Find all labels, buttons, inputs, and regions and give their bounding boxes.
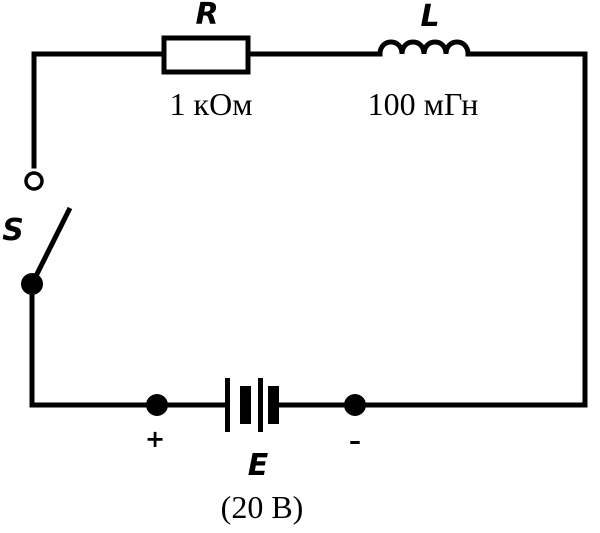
inductor-value-label: 100 мГн xyxy=(368,86,479,122)
battery-symbol-label: E xyxy=(248,448,269,483)
battery-value-label: (20 В) xyxy=(221,489,304,525)
resistor-value-label: 1 кОм xyxy=(170,86,253,122)
switch-symbol-label: S xyxy=(2,213,24,248)
battery-minus-node xyxy=(344,394,366,416)
battery-plate-long-2 xyxy=(258,378,263,432)
wire-left-bottom xyxy=(29,281,160,408)
wire-right xyxy=(352,51,588,408)
battery-plate-short-1 xyxy=(240,386,251,424)
resistor-body xyxy=(161,35,251,75)
battery-plate-short-2 xyxy=(268,386,279,424)
switch-blade xyxy=(29,206,73,286)
inductor-symbol-label: L xyxy=(420,0,439,34)
wire-top-left xyxy=(31,51,167,169)
battery-plus-label: + xyxy=(145,425,165,453)
battery-plate-long xyxy=(225,378,230,432)
switch-open-terminal xyxy=(24,171,44,191)
inductor-coil xyxy=(377,39,471,55)
resistor-symbol-label: R xyxy=(195,0,218,32)
battery-minus-label: – xyxy=(349,427,361,455)
